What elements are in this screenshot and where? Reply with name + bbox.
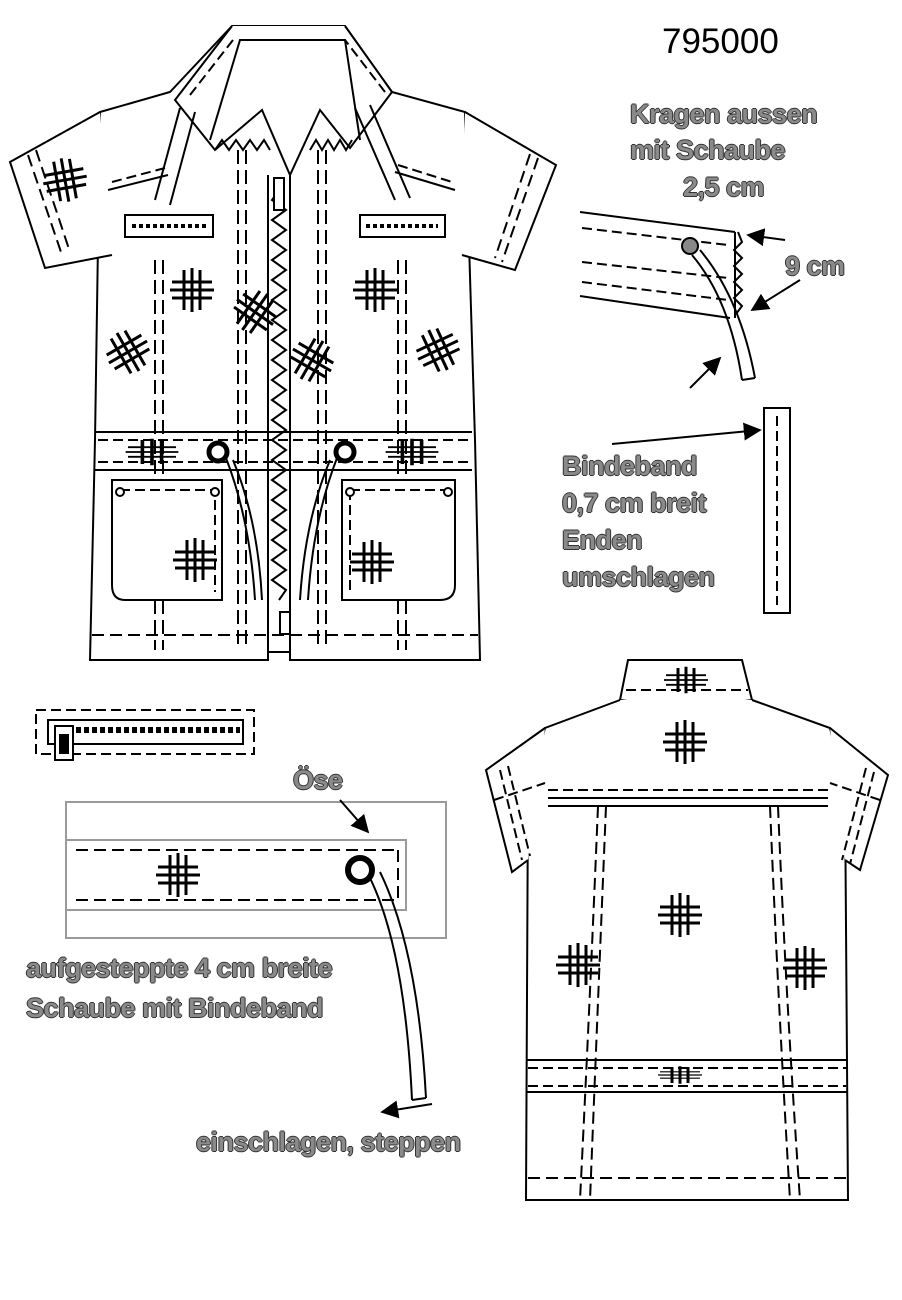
arrow-icon xyxy=(339,799,370,834)
model-number: 795000 xyxy=(662,22,779,61)
arrow-icon xyxy=(689,356,722,389)
arrow-icon xyxy=(380,1100,433,1119)
tie-note-line-2: 0,7 cm breit xyxy=(562,488,707,518)
casing-note-line-1: aufgesteppte 4 cm breite xyxy=(26,953,333,983)
tie-end-note: einschlagen, steppen xyxy=(196,1127,461,1157)
casing-note-line-2: Schaube mit Bindeband xyxy=(26,993,324,1023)
eyelet-label: Öse xyxy=(293,765,343,795)
front-view-drawing xyxy=(8,25,558,661)
tie-band-note: Bindeband 0,7 cm breit Enden umschlagen xyxy=(562,448,715,596)
tie-note-line-3: Enden xyxy=(562,525,643,555)
tie-band-detail-drawing xyxy=(763,407,791,614)
arrow-icon xyxy=(750,279,801,311)
collar-note-line-2: mit Schaube xyxy=(630,135,786,166)
arrow-icon xyxy=(611,422,762,445)
casing-stitching xyxy=(76,849,427,1101)
casing-detail-drawing xyxy=(65,801,447,939)
collar-note-line-1: Kragen aussen xyxy=(630,99,818,129)
collar-detail-drawing xyxy=(579,211,756,381)
collar-note: Kragen aussen mit Schaube 2,5 cm xyxy=(630,96,818,205)
tie-note-line-1: Bindeband xyxy=(562,451,697,481)
arrow-icon xyxy=(746,228,786,247)
tie-note-line-4: umschlagen xyxy=(562,562,715,592)
collar-measure: 9 cm xyxy=(785,251,845,281)
collar-note-line-3: 2,5 cm xyxy=(683,171,765,202)
casing-note: aufgesteppte 4 cm breite Schaube mit Bin… xyxy=(26,948,333,1028)
zipper-detail-drawing xyxy=(35,709,255,761)
